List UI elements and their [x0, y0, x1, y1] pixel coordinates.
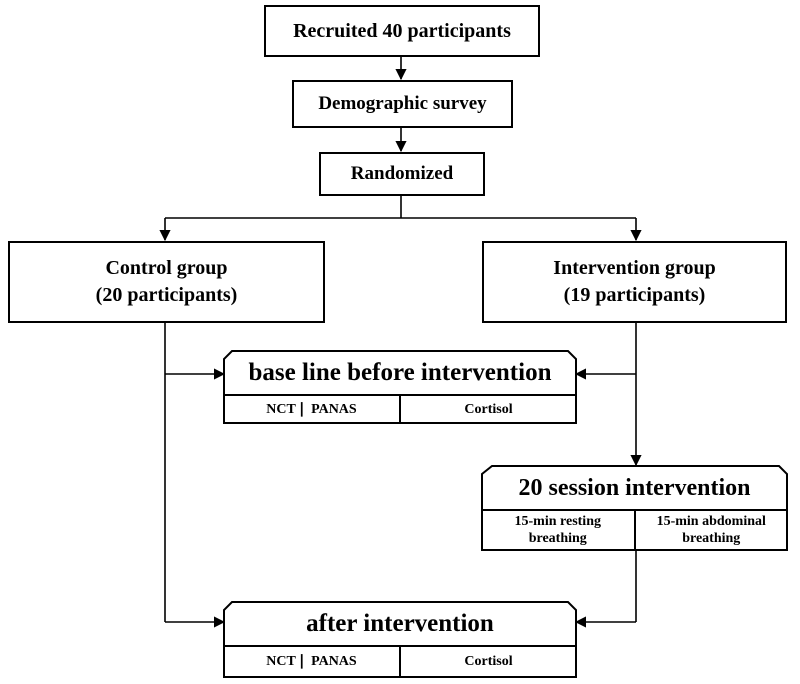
- randomized-box: Randomized: [319, 152, 485, 196]
- after-measure-nct-panas: NCT❘ PANAS: [266, 654, 357, 669]
- session-activity-resting: 15-min resting breathing: [514, 514, 601, 546]
- session-stage: 20 session intervention 15-min resting b…: [482, 466, 787, 550]
- demographic-survey-box: Demographic survey: [292, 80, 513, 128]
- baseline-measure-cortisol: Cortisol: [399, 395, 576, 423]
- baseline-stage: base line before intervention NCT❘ PANAS…: [224, 351, 576, 423]
- intervention-group-count: (19 participants): [563, 284, 706, 306]
- session-title: 20 session intervention: [518, 474, 751, 501]
- intervention-group-title: Intervention group: [553, 257, 716, 279]
- control-group-count: (20 participants): [95, 284, 238, 306]
- session-outline: [481, 465, 788, 551]
- session-activity-abdominal: 15-min abdominal breathing: [633, 510, 788, 550]
- baseline-outline: [223, 350, 577, 424]
- after-measure-cortisol: Cortisol: [399, 646, 576, 677]
- baseline-title: base line before intervention: [248, 359, 552, 386]
- after-title: after intervention: [306, 610, 494, 637]
- after-outline: [223, 601, 577, 678]
- baseline-measure-nct-panas: NCT❘ PANAS: [266, 401, 357, 417]
- after-stage: after intervention NCT❘ PANAS Cortisol: [224, 602, 576, 677]
- control-group-box: Control group (20 participants): [8, 241, 325, 323]
- intervention-group-box: Intervention group (19 participants): [482, 241, 787, 323]
- control-group-title: Control group: [105, 257, 228, 279]
- recruited-box: Recruited 40 participants: [264, 5, 540, 57]
